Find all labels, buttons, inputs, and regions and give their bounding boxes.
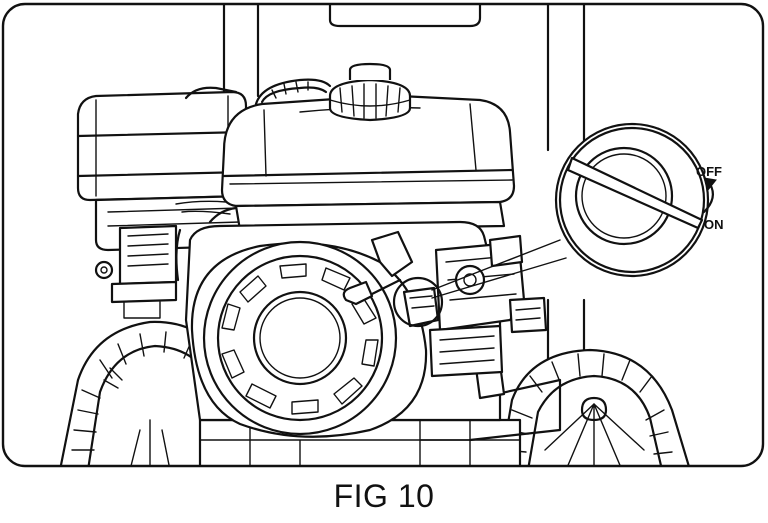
recoil-vents [221,263,379,415]
label-off: OFF [696,164,722,179]
figure-frame [1,2,765,468]
fuel-valve [342,230,444,328]
fuel-cap [328,62,412,122]
callout-leader [431,239,561,291]
fuel-valve-callout [554,122,717,278]
figure-caption: FIG 10 [333,478,435,514]
label-on: ON [704,217,724,232]
valve-lever [566,156,704,230]
fuel-hose [184,78,332,106]
engine-illustration: OFF ON [1,2,765,468]
right-wheel [498,348,692,466]
